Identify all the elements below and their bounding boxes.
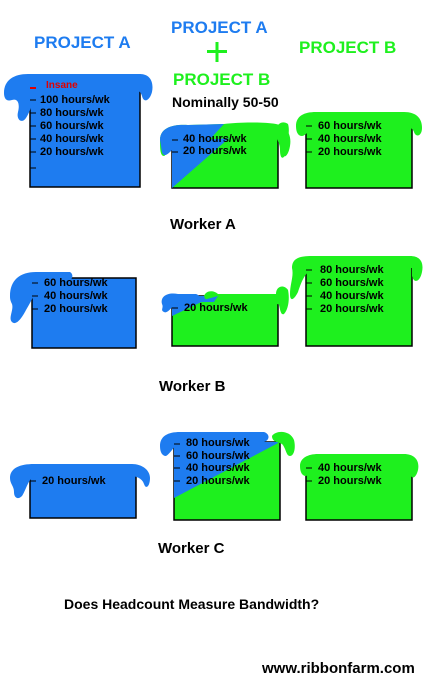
a3-40-label: 40 hours/wk	[318, 133, 382, 145]
combined-note: Nominally 50-50	[172, 94, 279, 110]
site-credit: www.ribbonfarm.com	[262, 660, 415, 677]
project-b-header: PROJECT B	[299, 38, 397, 57]
b1-60-label: 60 hours/wk	[44, 277, 108, 289]
a1-60-label: 60 hours/wk	[40, 120, 104, 132]
c2-40-label: 40 hours/wk	[186, 462, 250, 474]
worker-b-project-a-bucket	[10, 272, 137, 349]
b3-20-label: 20 hours/wk	[320, 303, 384, 315]
b3-80-label: 80 hours/wk	[320, 264, 384, 276]
c3-20-label: 20 hours/wk	[318, 475, 382, 487]
a1-80-label: 80 hours/wk	[40, 107, 104, 119]
a3-20-label: 20 hours/wk	[318, 146, 382, 158]
a1-20-label: 20 hours/wk	[40, 146, 104, 158]
worker-a-label: Worker A	[170, 216, 236, 233]
worker-b-project-b-bucket	[276, 256, 423, 347]
c1-20-label: 20 hours/wk	[42, 475, 106, 487]
a2-20-label: 20 hours/wk	[183, 145, 247, 157]
b1-40-label: 40 hours/wk	[44, 290, 108, 302]
project-a-header: PROJECT A	[34, 33, 131, 52]
a3-60-label: 60 hours/wk	[318, 120, 382, 132]
insane-label: Insane	[46, 80, 78, 91]
b2-20-label: 20 hours/wk	[184, 302, 248, 314]
c3-40-label: 40 hours/wk	[318, 462, 382, 474]
b1-20-label: 20 hours/wk	[44, 303, 108, 315]
worker-c-project-a-bucket	[10, 464, 150, 519]
worker-b-label: Worker B	[159, 378, 226, 395]
c2-80-label: 80 hours/wk	[186, 437, 250, 449]
worker-a-project-b-bucket	[276, 112, 422, 189]
worker-c-label: Worker C	[158, 540, 225, 557]
worker-c-combined-bucket	[160, 431, 295, 521]
a1-40-label: 40 hours/wk	[40, 133, 104, 145]
question-text: Does Headcount Measure Bandwidth?	[64, 596, 320, 612]
worker-b-combined-bucket	[161, 291, 285, 347]
b3-60-label: 60 hours/wk	[320, 277, 384, 289]
combined-header-bottom: PROJECT B	[173, 70, 271, 89]
a1-100-label: 100 hours/wk	[40, 94, 110, 106]
worker-a-project-a-overflow	[4, 74, 153, 121]
combined-header-top: PROJECT A	[171, 18, 268, 37]
worker-c-project-b-bucket	[300, 454, 419, 521]
c2-20-label: 20 hours/wk	[186, 475, 250, 487]
worker-a-combined-bucket	[160, 122, 291, 189]
plus-sign	[207, 42, 227, 62]
worker-a-project-a-bucket	[4, 74, 153, 188]
b3-40-label: 40 hours/wk	[320, 290, 384, 302]
a2-40-label: 40 hours/wk	[183, 133, 247, 145]
c2-60-label: 60 hours/wk	[186, 450, 250, 462]
